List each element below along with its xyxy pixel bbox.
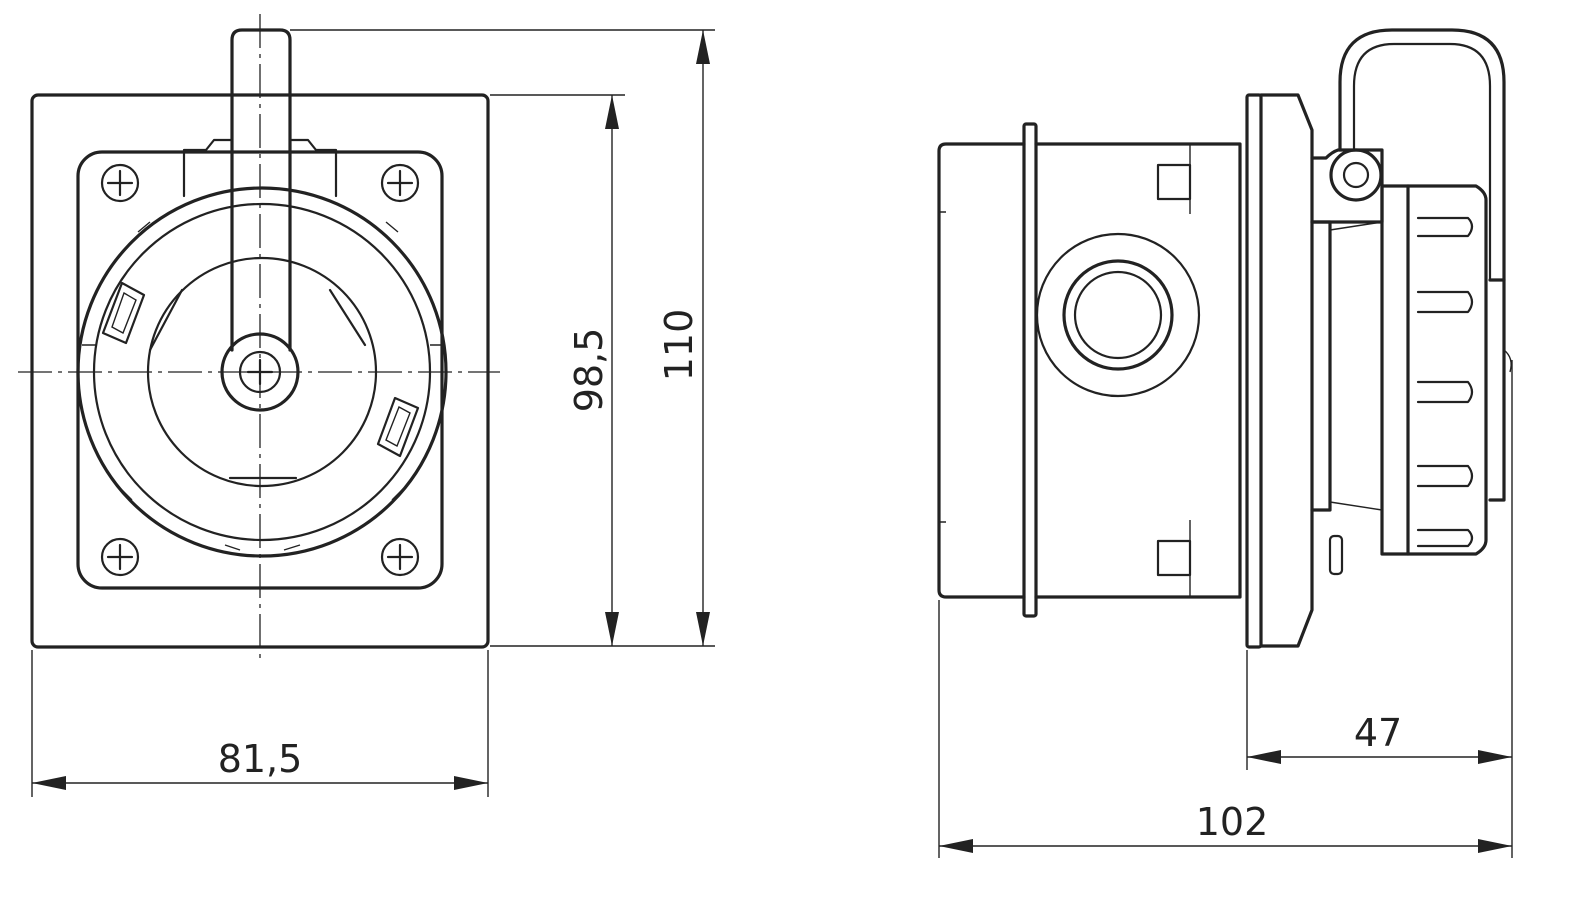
side-lid-pivot-body: [1310, 148, 1384, 224]
screw-icon: [100, 163, 140, 203]
cable-entry-inner: [1073, 270, 1163, 360]
dim-label-side-partial-depth: 47: [1354, 711, 1402, 755]
side-front-bezel: [1259, 93, 1314, 648]
screw-icon: [380, 163, 420, 203]
lid-pivot-inner: [1342, 161, 1370, 189]
screw-icon: [380, 537, 420, 577]
screw-icon: [100, 537, 140, 577]
contact-slot-left: [101, 281, 146, 345]
side-lug-top: [1156, 163, 1192, 201]
lid-hinge: [182, 138, 338, 198]
ribbed-collar: [1380, 184, 1410, 556]
front-dimensions: 81,5 98,5 110: [31, 29, 715, 797]
dim-label-front-width: 81,5: [218, 737, 303, 781]
dim-label-front-total-height: 110: [657, 309, 701, 382]
side-front-plate: [1245, 93, 1263, 649]
side-box-body: [1034, 142, 1242, 599]
lid-pivot-outer: [1329, 148, 1383, 202]
ring-notches: [82, 221, 444, 551]
front-view: [18, 14, 500, 658]
dim-label-front-inner-height: 98,5: [567, 328, 611, 413]
lid-loop-inner: [1352, 42, 1492, 282]
side-lug-bottom: [1156, 539, 1192, 577]
side-dimensions: 47 102: [938, 360, 1513, 858]
side-mounting-flange: [1022, 122, 1038, 618]
cable-entry-ring: [1062, 259, 1174, 371]
contact-slot-right: [376, 396, 420, 458]
side-back-housing: [937, 142, 1026, 599]
collar-ribs: [1416, 216, 1474, 548]
side-bottom-screw: [1328, 534, 1344, 576]
cable-entry-outer: [1035, 232, 1201, 398]
face-segment-marks: [148, 288, 367, 480]
dim-label-side-total-depth: 102: [1196, 800, 1269, 844]
lid-loop: [1338, 28, 1506, 282]
ribbed-collar-front: [1406, 184, 1488, 556]
lever-handle: [230, 28, 292, 352]
side-view: [937, 28, 1512, 649]
socket-sleeve: [1310, 220, 1332, 512]
